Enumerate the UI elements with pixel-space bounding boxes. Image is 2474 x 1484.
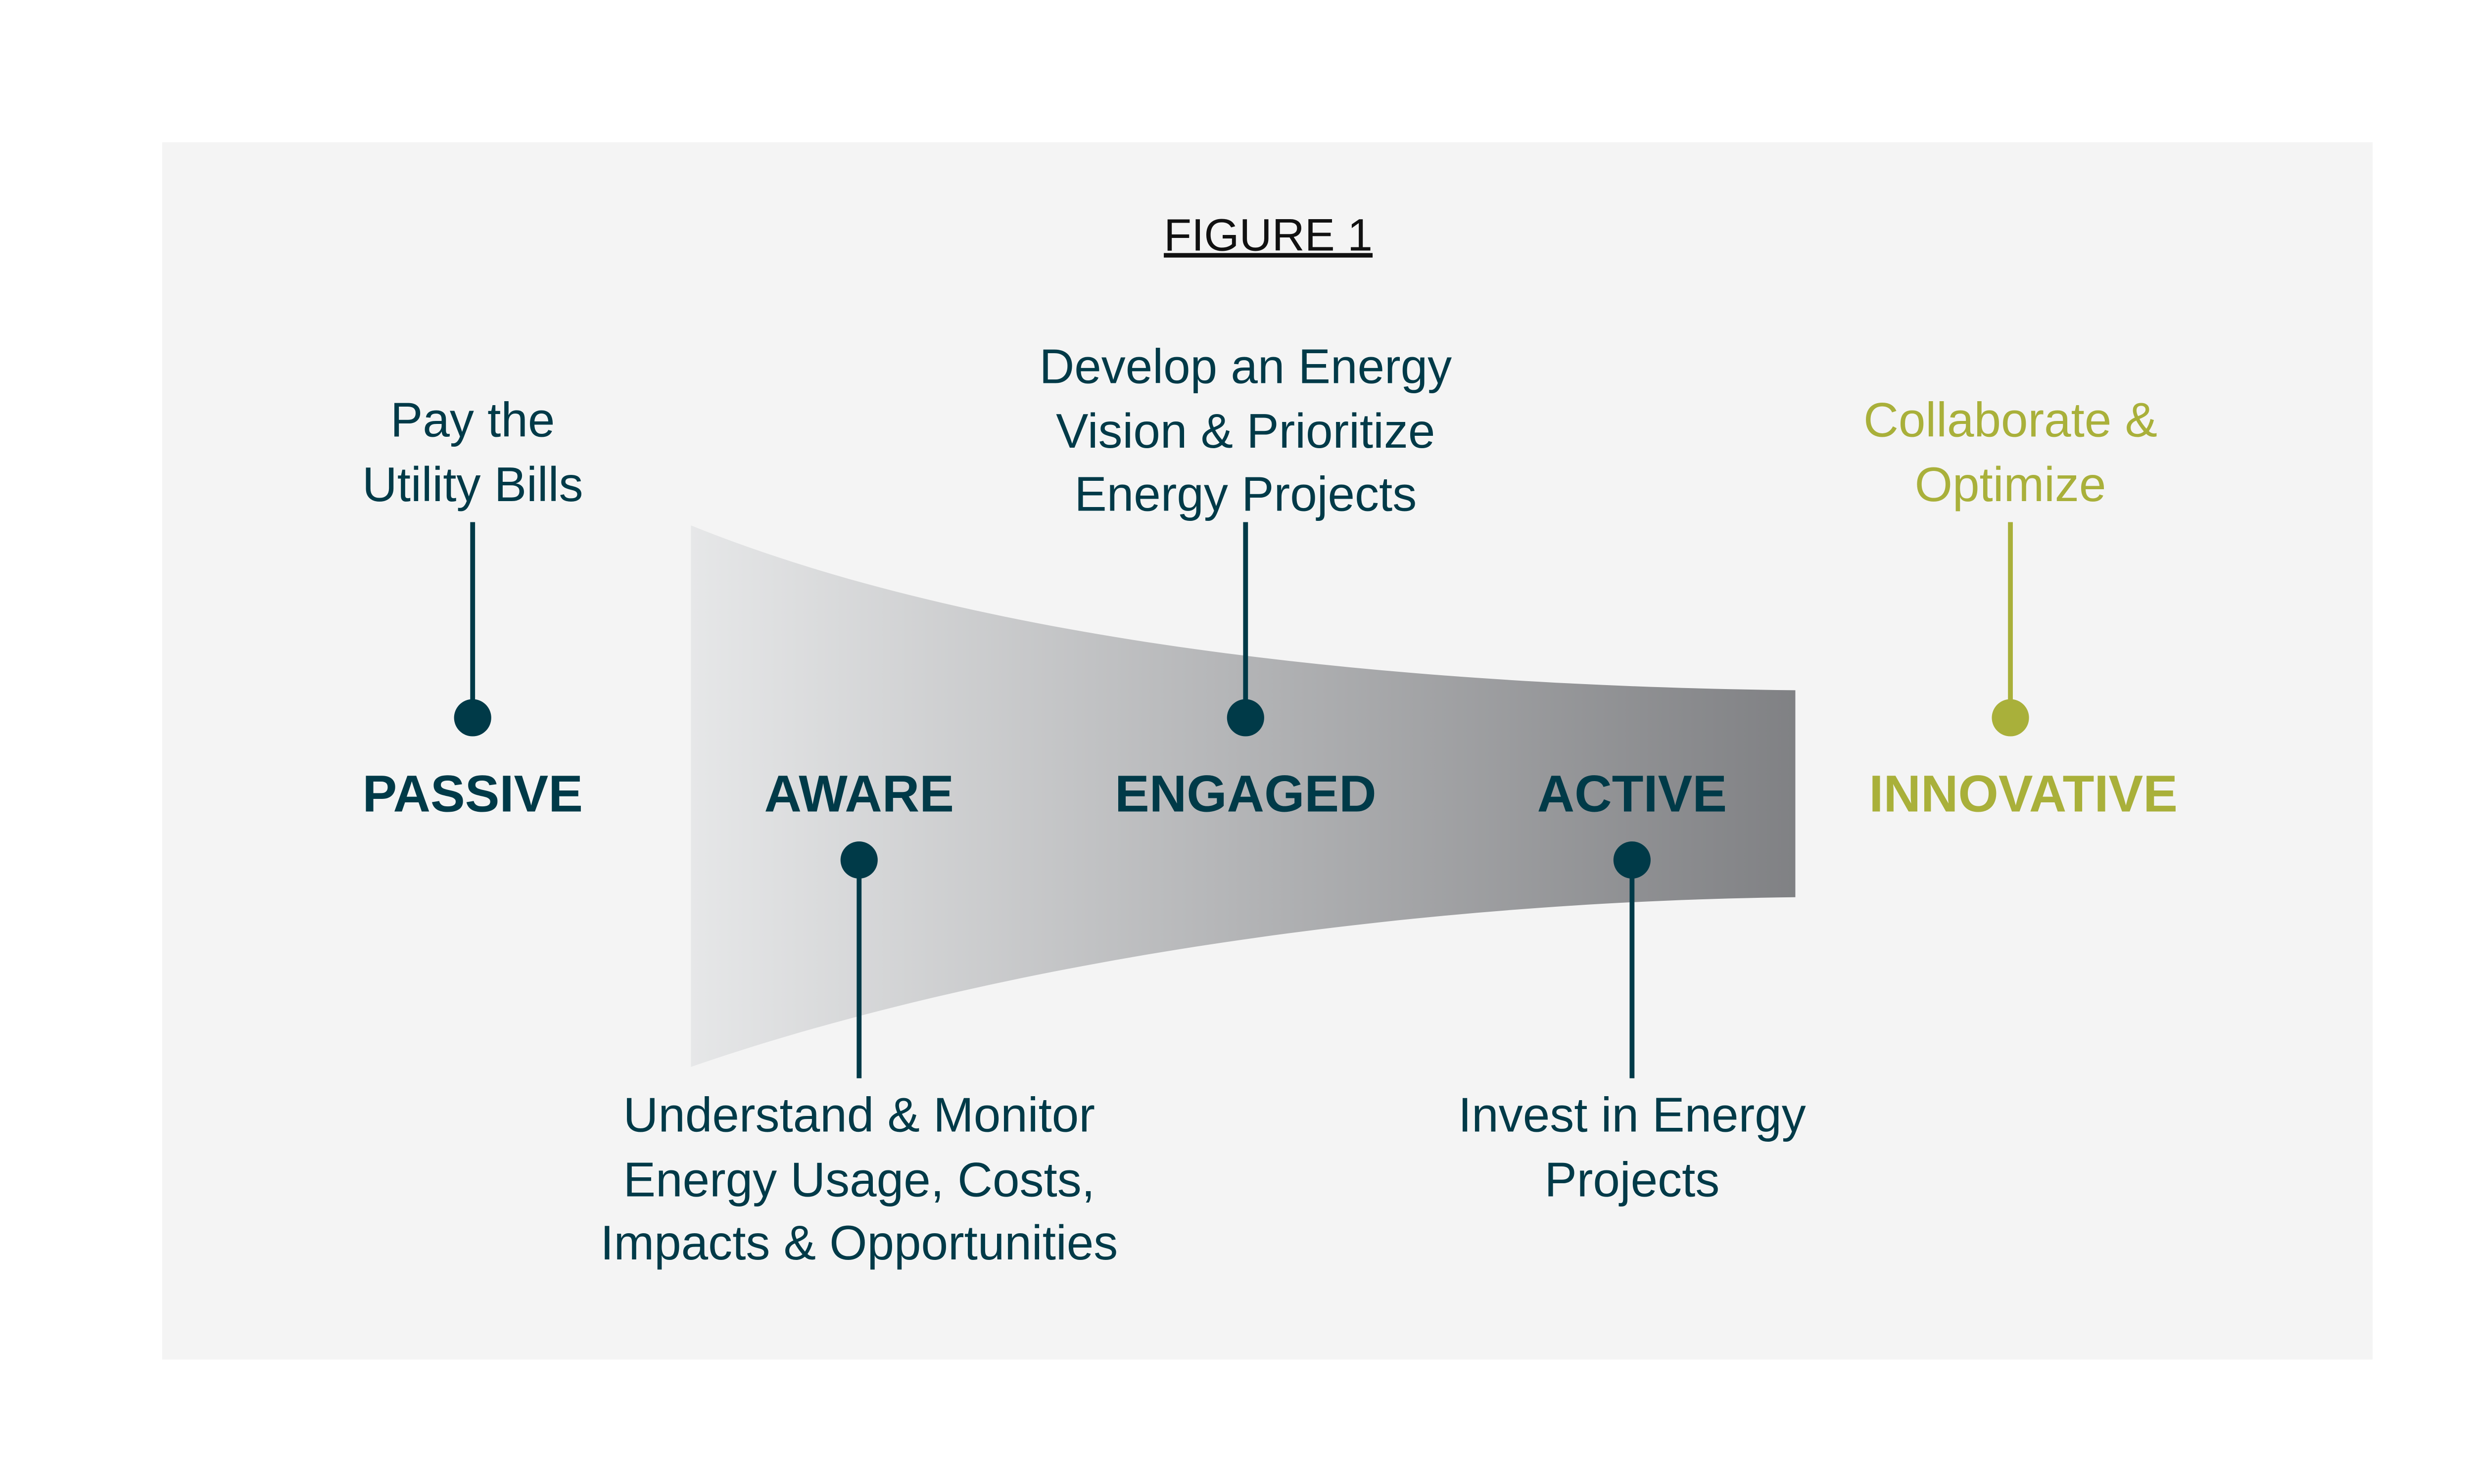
- desc-line: Utility Bills: [362, 457, 583, 511]
- stage-innovative: INNOVATIVE: [1869, 765, 2178, 823]
- desc-line: Projects: [1544, 1152, 1719, 1206]
- desc-active: Invest in Energy Projects: [1458, 1088, 1806, 1207]
- desc-line: Collaborate &: [1863, 392, 2157, 447]
- figure-title: FIGURE 1: [1164, 210, 1373, 261]
- desc-engaged: Develop an Energy Vision & Prioritize En…: [1039, 339, 1452, 521]
- desc-line: Invest in Energy: [1458, 1088, 1806, 1142]
- connector-engaged: [1227, 522, 1264, 737]
- desc-line: Impacts & Opportunities: [600, 1215, 1118, 1270]
- stage-aware: AWARE: [764, 765, 954, 823]
- stage-engaged: ENGAGED: [1115, 765, 1377, 823]
- stage-active: ACTIVE: [1537, 765, 1727, 823]
- desc-aware: Understand & Monitor Energy Usage, Costs…: [600, 1088, 1118, 1270]
- desc-line: Develop an Energy: [1039, 339, 1452, 394]
- stage-passive: PASSIVE: [362, 765, 583, 823]
- desc-innovative: Collaborate & Optimize: [1863, 392, 2157, 511]
- connector-passive: [454, 522, 491, 737]
- desc-line: Vision & Prioritize: [1056, 404, 1435, 458]
- connector-innovative: [1992, 522, 2029, 737]
- desc-line: Pay the: [390, 392, 555, 447]
- desc-line: Optimize: [1915, 457, 2106, 511]
- desc-line: Energy Projects: [1074, 467, 1417, 521]
- maturity-funnel: [691, 525, 1796, 1067]
- desc-passive: Pay the Utility Bills: [362, 392, 583, 511]
- desc-line: Energy Usage, Costs,: [623, 1152, 1095, 1206]
- connector-aware: [840, 841, 878, 1078]
- desc-line: Understand & Monitor: [623, 1088, 1095, 1142]
- connector-active: [1613, 841, 1651, 1078]
